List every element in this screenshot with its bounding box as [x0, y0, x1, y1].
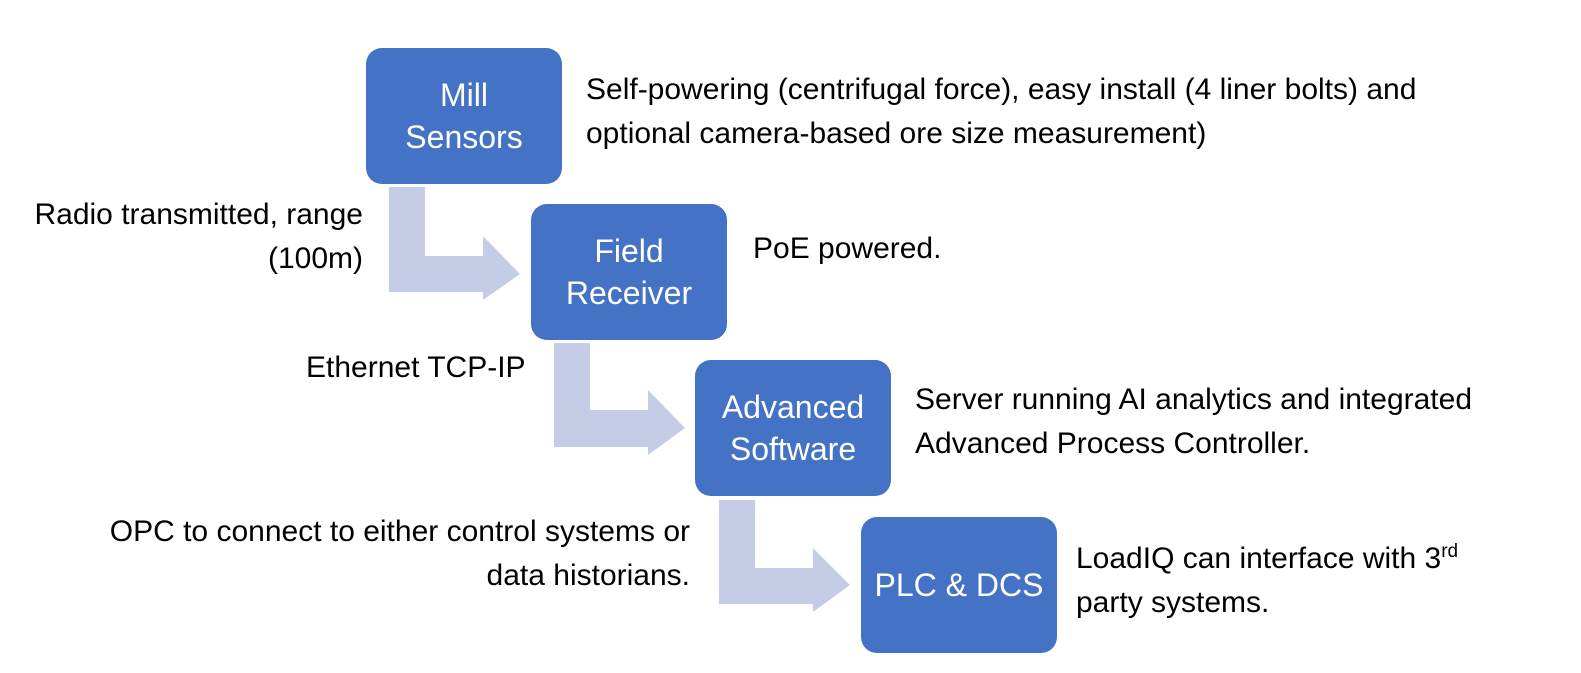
node-label-line: Software: [729, 431, 857, 467]
connection-label-line: Ethernet TCP-IP: [306, 351, 526, 384]
field-receiver-node: Field Receiver: [531, 204, 727, 340]
node-label-line: PLC & DCS: [874, 567, 1044, 603]
field-receiver-description: PoE powered.: [753, 227, 941, 271]
node-label-line: Field: [594, 233, 664, 269]
ordinal-suffix: rd: [1441, 541, 1459, 562]
connection-label-line: (100m): [267, 242, 363, 275]
opc-connection-label: OPC to connect to either control systems…: [110, 510, 690, 598]
radio-connection-label: Radio transmitted, range (100m): [34, 193, 363, 281]
description-line: Server running AI analytics and integrat…: [915, 383, 1473, 416]
description-line: party systems.: [1076, 586, 1270, 619]
mill-sensors-node: Mill Sensors: [366, 48, 562, 184]
connection-label-line: Radio transmitted, range: [34, 198, 363, 231]
arrow-software-to-plc: [719, 500, 850, 612]
connection-label-line: OPC to connect to either control systems…: [109, 515, 690, 548]
plc-dcs-description: LoadIQ can interface with 3rd party syst…: [1076, 537, 1458, 625]
mill-sensors-description: Self-powering (centrifugal force), easy …: [586, 68, 1416, 156]
connection-label-line: data historians.: [486, 559, 690, 592]
node-label-line: Receiver: [565, 275, 693, 311]
arrow-receiver-to-software: [554, 343, 685, 455]
advanced-software-description: Server running AI analytics and integrat…: [915, 378, 1472, 466]
ethernet-connection-label: Ethernet TCP-IP: [306, 346, 526, 390]
description-text: LoadIQ can interface with 3: [1076, 542, 1442, 575]
description-line: Advanced Process Controller.: [915, 427, 1311, 460]
plc-dcs-node: PLC & DCS: [861, 517, 1057, 653]
node-label-line: Advanced: [721, 389, 865, 425]
description-line: Self-powering (centrifugal force), easy …: [586, 73, 1417, 106]
description-line: LoadIQ can interface with 3rd: [1076, 537, 1458, 581]
node-label-line: Sensors: [405, 119, 523, 155]
node-label-line: Mill: [440, 77, 488, 113]
advanced-software-node: Advanced Software: [695, 360, 891, 496]
description-line: PoE powered.: [753, 232, 942, 265]
arrow-mill-to-receiver: [389, 187, 520, 300]
description-line: optional camera-based ore size measureme…: [586, 117, 1207, 150]
